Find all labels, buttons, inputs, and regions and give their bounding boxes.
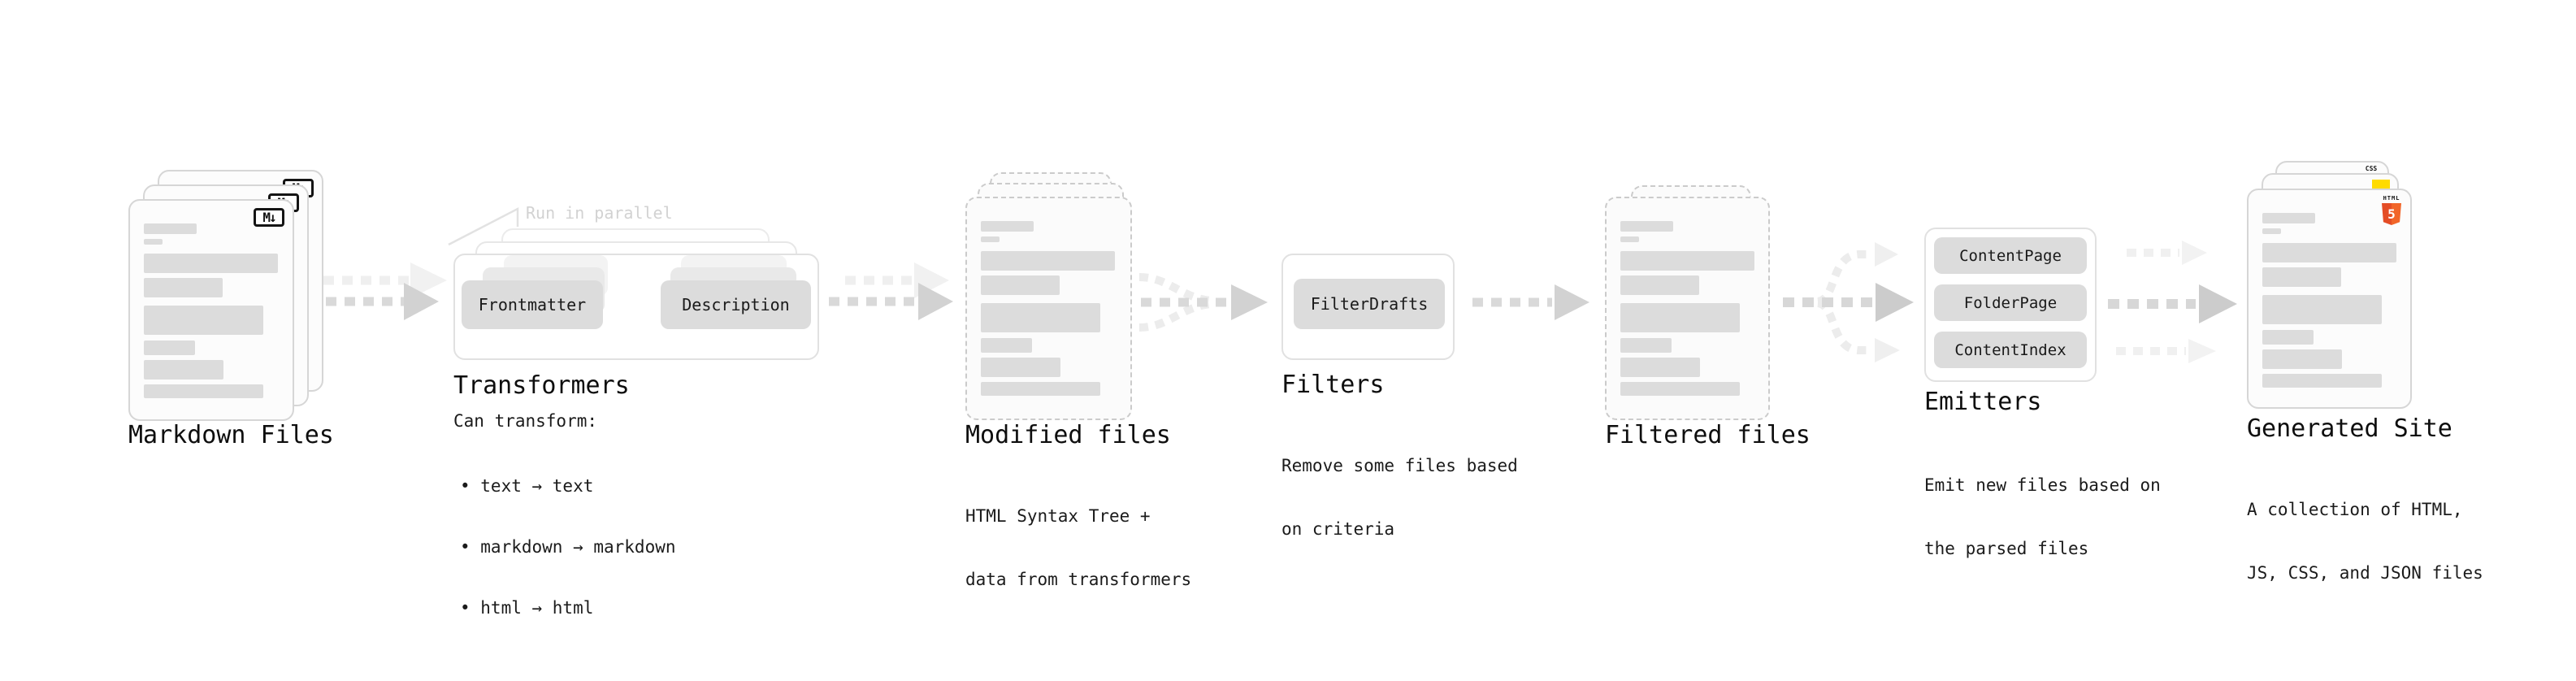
text-placeholder-bar: [2262, 243, 2396, 262]
transformers-bullet-list: • text → text • markdown → markdown • ht…: [460, 436, 676, 659]
bullet-item: • markdown → markdown: [460, 537, 676, 557]
text-placeholder-bar: [981, 236, 1000, 242]
text-placeholder-bars: [2262, 213, 2396, 388]
generated-doc-html: HTML 5: [2247, 189, 2412, 409]
text-placeholder-bar: [1620, 251, 1754, 271]
text-placeholder-bar: [1620, 275, 1699, 295]
text-placeholder-bar: [1620, 358, 1700, 377]
text-placeholder-bar: [1620, 382, 1740, 396]
text-placeholder-bar: [981, 275, 1060, 295]
emitters-heading: Emitters: [1924, 388, 2042, 416]
filters-heading: Filters: [1281, 371, 1385, 399]
bullet-item: • text → text: [460, 476, 594, 496]
description-line: HTML Syntax Tree +: [965, 506, 1151, 526]
arrow-transformers-to-modified: [829, 262, 953, 320]
markdown-icon: M↓: [254, 208, 284, 227]
generated-site-label: Generated Site: [2247, 414, 2452, 443]
text-placeholder-bar: [2262, 349, 2342, 369]
modified-files-label: Modified files: [965, 421, 1171, 449]
folderpage-chip: FolderPage: [1934, 284, 2087, 321]
text-placeholder-bar: [144, 278, 223, 297]
text-placeholder-bars: [981, 221, 1115, 396]
text-placeholder-bar: [981, 358, 1060, 377]
text-placeholder-bar: [981, 221, 1034, 232]
bullet-item: • html → html: [460, 598, 594, 618]
contentpage-chip: ContentPage: [1934, 237, 2087, 274]
generated-site-description: A collection of HTML, JS, CSS, and JSON …: [2247, 457, 2483, 626]
text-placeholder-bars: [144, 223, 278, 398]
text-placeholder-bar: [144, 223, 197, 234]
html5-icon: HTML 5: [2381, 195, 2402, 225]
html5-icon-word: HTML: [2383, 195, 2400, 202]
text-placeholder-bar: [144, 360, 223, 380]
text-placeholder-bar: [2262, 228, 2281, 234]
filterdrafts-chip: FilterDrafts: [1294, 279, 1445, 329]
arrow-modified-to-filters: [1138, 273, 1268, 332]
description-line: Remove some files based: [1281, 456, 1518, 475]
text-placeholder-bar: [981, 251, 1115, 271]
text-placeholder-bar: [2262, 374, 2382, 388]
text-placeholder-bar: [144, 239, 163, 245]
text-placeholder-bar: [981, 382, 1100, 396]
arrow-emitters-to-generated: [2108, 241, 2237, 363]
text-placeholder-bar: [144, 384, 263, 398]
contentindex-chip: ContentIndex: [1934, 332, 2087, 368]
text-placeholder-bar: [2262, 295, 2382, 324]
text-placeholder-bar: [144, 340, 195, 355]
frontmatter-chip: Frontmatter: [462, 280, 603, 329]
modified-files-description: HTML Syntax Tree + data from transformer…: [965, 463, 1191, 632]
filtered-doc-front: [1605, 197, 1770, 420]
text-placeholder-bar: [2262, 330, 2314, 345]
text-placeholder-bars: [1620, 221, 1754, 396]
text-placeholder-bar: [2262, 213, 2315, 223]
description-line: A collection of HTML,: [2247, 500, 2463, 519]
arrow-markdown-to-transformers: [307, 262, 447, 320]
js-icon: [2372, 180, 2390, 189]
transformers-subtitle: Can transform:: [453, 411, 598, 431]
text-placeholder-bar: [981, 303, 1100, 332]
text-placeholder-bar: [1620, 338, 1672, 353]
text-placeholder-bar: [2262, 267, 2341, 287]
text-placeholder-bar: [1620, 303, 1740, 332]
text-placeholder-bar: [144, 306, 263, 335]
description-chip: Description: [661, 280, 811, 329]
css-icon-text: CSS: [2365, 165, 2378, 172]
text-placeholder-bar: [144, 254, 278, 273]
modified-doc-front: [965, 197, 1132, 420]
text-placeholder-bar: [1620, 221, 1673, 232]
description-line: JS, CSS, and JSON files: [2247, 563, 2483, 583]
text-placeholder-bar: [1620, 236, 1639, 242]
transformers-heading: Transformers: [453, 371, 630, 400]
filtered-files-label: Filtered files: [1605, 421, 1811, 449]
description-line: Emit new files based on: [1924, 475, 2161, 495]
markdown-doc-front: M↓: [128, 199, 294, 421]
html5-icon-shield: 5: [2382, 203, 2401, 225]
markdown-files-label: Markdown Files: [128, 421, 334, 449]
description-line: data from transformers: [965, 570, 1192, 589]
arrow-filtered-to-emitters: [1783, 242, 1914, 362]
description-line: the parsed files: [1924, 539, 2089, 558]
run-in-parallel-annotation: Run in parallel: [526, 203, 673, 223]
text-placeholder-bar: [981, 338, 1032, 353]
description-line: on criteria: [1281, 519, 1395, 539]
arrow-filters-to-filtered: [1472, 284, 1589, 320]
emitters-description: Emit new files based on the parsed files: [1924, 432, 2161, 601]
filters-description: Remove some files based on criteria: [1281, 413, 1518, 582]
